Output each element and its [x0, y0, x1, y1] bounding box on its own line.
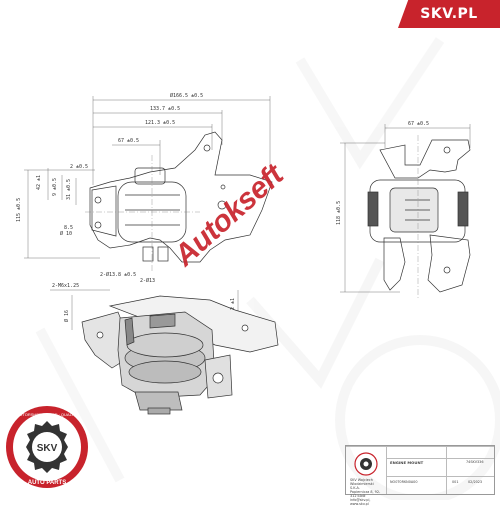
dim-11: Ø 10	[60, 230, 72, 237]
title-block-part-name: ENGINE MOUNT	[390, 460, 424, 465]
iso-left-arm	[81, 311, 126, 369]
dimension-lines-left	[24, 168, 100, 259]
title-block-sheet: 001	[452, 480, 459, 484]
title-block-date: 02/2023	[468, 480, 483, 484]
dimension-lines-top	[92, 96, 271, 185]
side-dim-width: 67 ±0.5	[408, 121, 429, 127]
dim-13: 2-Ø13	[140, 277, 155, 284]
side-dimension-lines	[340, 124, 471, 293]
dim-2: 133.7 ±0.5	[150, 106, 180, 112]
title-block-logo-icon	[354, 452, 378, 476]
isometric-view	[50, 289, 279, 415]
badge-center-text: SKV	[37, 443, 58, 454]
front-view-dimension-labels: Ø166.5 ±0.5 133.7 ±0.5 121.3 ±0.5 67 ±0.…	[16, 92, 203, 284]
skv-quality-seal: SKV MOTORSHEET PRICE · QUALITY AUTO PART…	[6, 406, 88, 488]
title-block: SKV Wojciech Wlodzimierski S.K.A. Papier…	[345, 445, 495, 506]
dim-4: 67 ±0.5	[118, 138, 139, 144]
dim-3: 121.3 ±0.5	[145, 120, 175, 126]
dim-5: 2 ±0.5	[70, 164, 88, 170]
dim-8: 31 ±0.5	[66, 179, 72, 200]
iso-bottom-stud	[134, 391, 183, 411]
badge-bottom-text: AUTO PARTS	[28, 480, 66, 486]
dim-7: 9 ±0.5	[52, 178, 58, 196]
badge-ring-text: MOTORSHEET PRICE · QUALITY	[16, 412, 78, 417]
side-view	[340, 124, 471, 298]
title-block-oe-number: NO0T0RKN0A00	[390, 480, 418, 484]
side-upper-bracket	[379, 139, 471, 179]
title-block-part-code: 74SKV336	[466, 460, 484, 464]
lower-dim-1: 2-M6x1.25	[52, 283, 79, 289]
lower-dim-2: Ø 16	[63, 310, 70, 322]
front-view	[24, 96, 273, 272]
title-block-company: SKV Wojciech Wlodzimierski S.K.A. Papier…	[350, 478, 381, 506]
dim-6: 42 ±1	[36, 175, 42, 190]
dim-9: 8.5	[64, 225, 73, 231]
dim-12: 2-Ø13.8 ±0.5	[100, 271, 136, 278]
lower-dim-3: 2 ±1	[230, 298, 236, 310]
dim-overall: Ø166.5 ±0.5	[170, 92, 203, 99]
dim-14: 115 ±0.5	[16, 198, 22, 222]
skv-brand-logo: SKV.PL	[398, 0, 500, 28]
side-dim-height: 118 ±0.5	[336, 201, 342, 225]
front-bracket-outline	[89, 131, 273, 263]
side-lower-bracket	[383, 237, 406, 291]
front-top-boss	[134, 167, 166, 185]
